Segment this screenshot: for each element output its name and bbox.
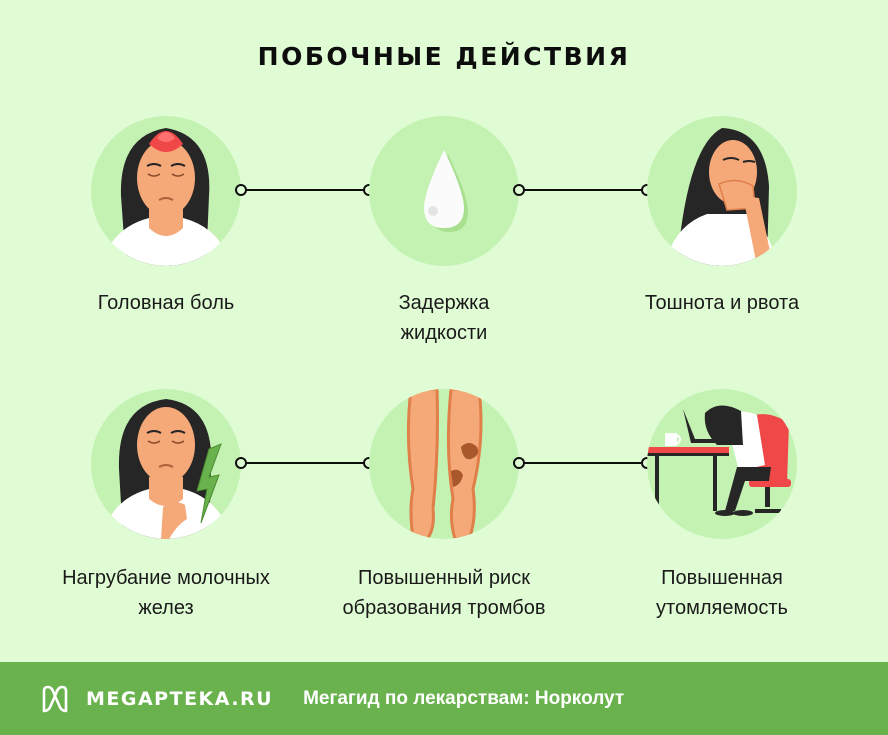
brand-name: MEGAPTEKA.RU (86, 687, 274, 710)
tired-woman-desk-illustration (647, 389, 797, 539)
connector-line (246, 189, 365, 191)
footer-subtitle: Мегагид по лекарствам: Норколут (303, 687, 625, 709)
side-effect-label: Тошнота и рвота (644, 292, 800, 314)
woman-nausea-illustration (647, 116, 797, 266)
connector-line (524, 189, 643, 191)
connector-line (246, 462, 365, 464)
legs-thrombosis-illustration (369, 389, 519, 539)
water-drop-icon (369, 116, 519, 266)
megapteka-logo-icon (42, 685, 68, 712)
page-title: ПОБОЧНЫЕ ДЕЙСТВИЯ (257, 42, 631, 71)
side-effect-label: Головная боль (97, 292, 235, 314)
connector-line (524, 462, 643, 464)
side-effect-label: Повышенный риск образования тромбов (342, 567, 546, 619)
side-effect-label: Задержка жидкости (398, 292, 490, 344)
woman-headache-illustration (91, 116, 241, 266)
side-effect-label: Повышенная утомляемость (656, 567, 788, 619)
woman-chest-pain-illustration (91, 389, 241, 539)
side-effect-label: Нагрубание молочных желез (62, 567, 270, 619)
footer-bar: MEGAPTEKA.RU Мегагид по лекарствам: Норк… (0, 662, 888, 735)
